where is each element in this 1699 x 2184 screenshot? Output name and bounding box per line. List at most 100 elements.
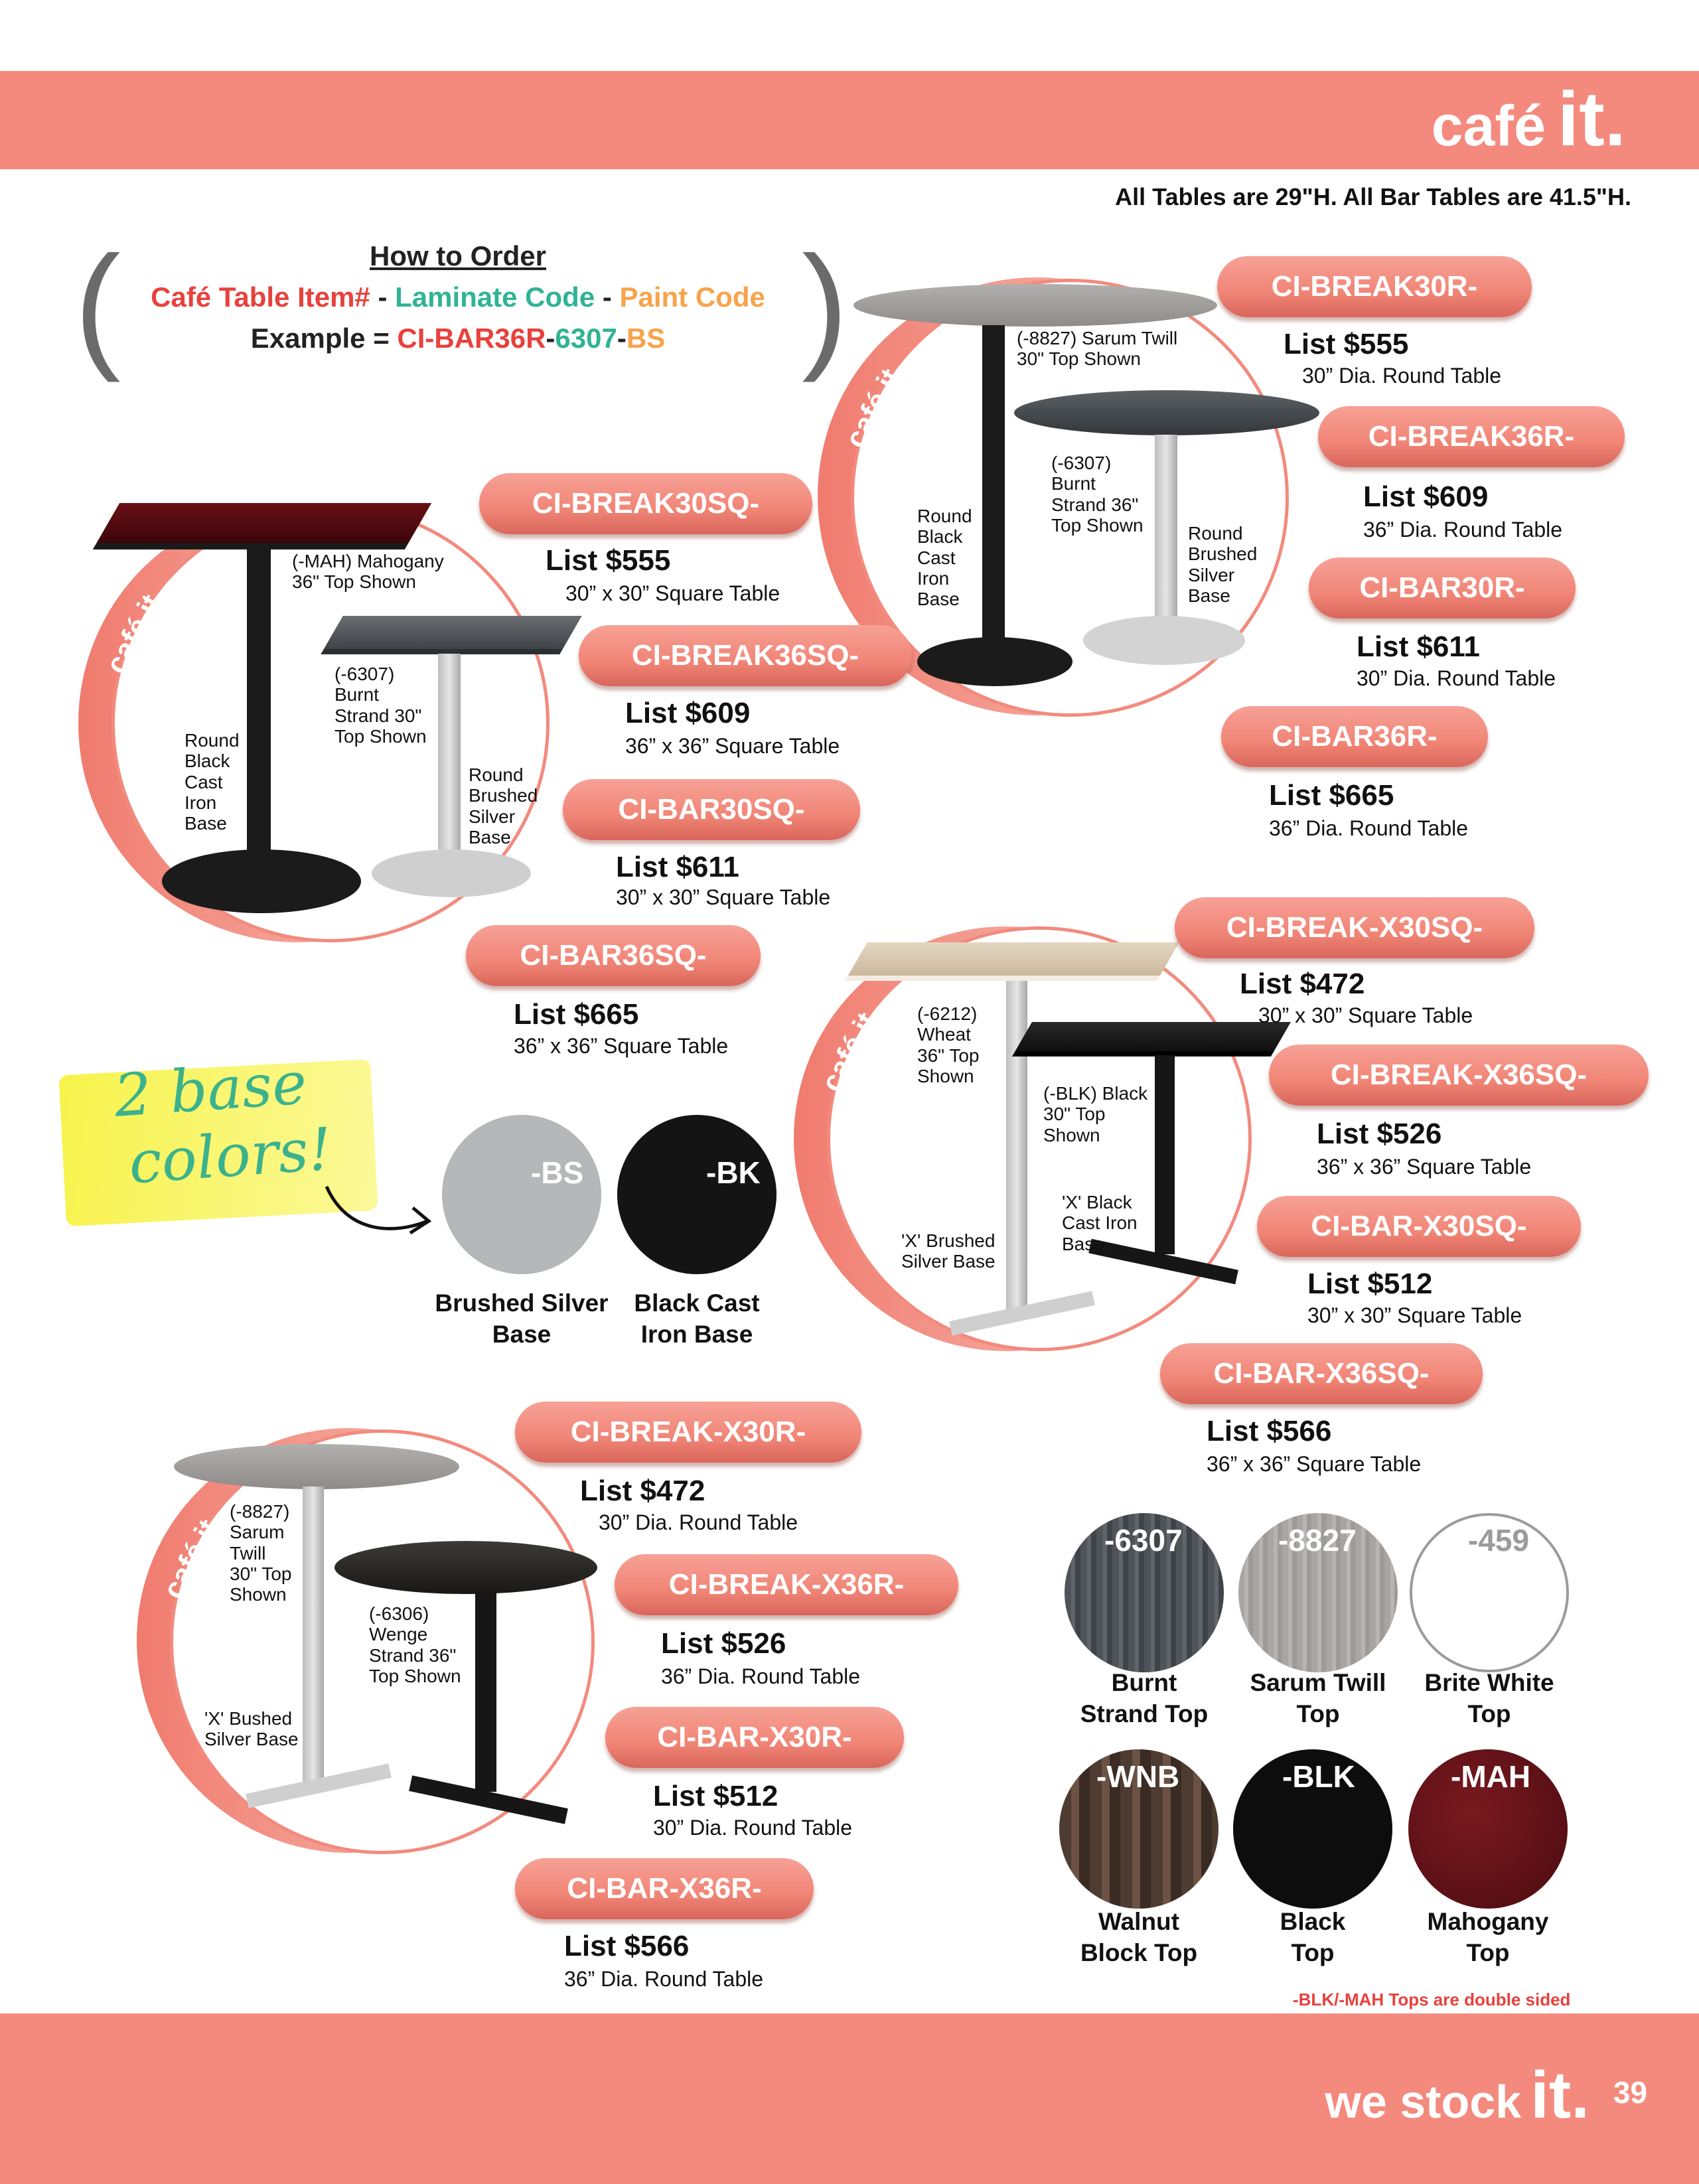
code-pill[interactable]: CI-BAR-X30R- — [605, 1707, 904, 1768]
product-image-x-square — [827, 926, 1252, 1351]
black-post-xsq — [1155, 1055, 1175, 1254]
silver-round-base-rd — [1083, 616, 1245, 665]
price: List $609 — [1363, 480, 1489, 513]
code-pill[interactable]: CI-BAR30SQ- — [563, 779, 860, 840]
swatch-code: -BLK — [1282, 1759, 1355, 1794]
swatch-black-cast-iron — [617, 1115, 776, 1274]
price: List $472 — [580, 1475, 705, 1507]
swatch-code: -459 — [1468, 1523, 1530, 1558]
price: List $555 — [546, 544, 671, 577]
header-band — [0, 71, 1699, 169]
description: 30” x 30” Square Table — [565, 581, 780, 605]
silver-post-rd — [1155, 435, 1177, 634]
description: 36” Dia. Round Table — [1363, 518, 1563, 542]
description: 36” x 36” Square Table — [514, 1034, 729, 1058]
price: List $566 — [1207, 1415, 1332, 1447]
swatch-sarum-twill — [1238, 1513, 1398, 1672]
silver-round-base — [372, 849, 531, 897]
swatch-code: -MAH — [1451, 1759, 1531, 1794]
tops-note: -BLK/-MAH Tops are double sided — [1293, 1990, 1571, 2009]
price: List $611 — [616, 851, 739, 883]
silver-post-xsq — [1006, 981, 1027, 1313]
description: 30” Dia. Round Table — [599, 1510, 798, 1534]
order-example: Example = CI-BAR36R-6307-BS — [250, 323, 666, 354]
price: List $512 — [653, 1780, 778, 1812]
swatch-code: -BK — [706, 1155, 761, 1190]
code-pill[interactable]: CI-BAR36R- — [1221, 706, 1488, 767]
description: 30” x 30” Square Table — [616, 885, 831, 909]
swatch-brite-white — [1410, 1513, 1569, 1672]
price: List $526 — [1317, 1118, 1442, 1150]
how-to-order: How to Order Café Table Item# - Laminate… — [106, 240, 810, 354]
black-post — [247, 547, 271, 893]
burnt-strand-round-top — [1014, 390, 1319, 435]
code-pill[interactable]: CI-BREAK-X30SQ- — [1175, 897, 1534, 958]
swatch-mahogany — [1408, 1749, 1568, 1909]
code-pill[interactable]: CI-BAR-X36SQ- — [1160, 1343, 1483, 1404]
price: List $555 — [1284, 328, 1409, 360]
price: List $665 — [1269, 779, 1394, 812]
right-paren: ) — [802, 227, 848, 383]
page-number: 39 — [1613, 2075, 1647, 2110]
description: 30” x 30” Square Table — [1258, 1003, 1473, 1027]
swatch-code: -WNB — [1096, 1759, 1180, 1794]
swatch-brushed-silver — [442, 1115, 601, 1274]
code-pill[interactable]: CI-BREAK-X36SQ- — [1269, 1045, 1649, 1106]
code-pill[interactable]: CI-BREAK-X30R- — [515, 1402, 861, 1463]
order-format: Café Table Item# - Laminate Code - Paint… — [151, 281, 765, 313]
price: List $526 — [661, 1627, 786, 1660]
code-pill[interactable]: CI-BAR-X36R- — [515, 1858, 814, 1919]
how-to-order-title: How to Order — [369, 240, 546, 271]
swatch-code: -8827 — [1278, 1523, 1357, 1558]
swatch-code: -6307 — [1104, 1523, 1183, 1558]
description: 30” Dia. Round Table — [1302, 364, 1502, 388]
arrow-icon — [325, 1185, 432, 1235]
swatch-code: -BS — [531, 1155, 584, 1190]
description: 30” Dia. Round Table — [1357, 666, 1556, 690]
black-round-base-rd — [917, 637, 1072, 686]
code-pill[interactable]: CI-BREAK36R- — [1318, 406, 1625, 467]
black-square-top — [1011, 1022, 1292, 1056]
swatch-walnut-block — [1059, 1749, 1219, 1909]
description: 36” x 36” Square Table — [1207, 1452, 1422, 1476]
script-line-2: colors! — [126, 1114, 334, 1197]
description: 36” Dia. Round Table — [661, 1664, 861, 1688]
description: 36” x 36” Square Table — [1317, 1155, 1532, 1179]
footer-band — [0, 2013, 1699, 2184]
price: List $472 — [1240, 968, 1365, 1000]
black-post-rd — [982, 325, 1005, 657]
code-pill[interactable]: CI-BREAK30SQ- — [479, 473, 812, 534]
product-image-x-round — [170, 1429, 595, 1854]
silver-post-xrd — [303, 1487, 324, 1792]
code-pill[interactable]: CI-BAR-X30SQ- — [1257, 1196, 1581, 1257]
sarum-twill-round-top — [853, 284, 1217, 327]
description: 30” x 30” Square Table — [1307, 1303, 1522, 1327]
code-pill[interactable]: CI-BREAK36SQ- — [579, 625, 912, 686]
code-pill[interactable]: CI-BREAK-X36R- — [615, 1554, 958, 1615]
heights-note: All Tables are 29"H. All Bar Tables are … — [1115, 183, 1631, 210]
silver-post — [438, 654, 461, 873]
burnt-strand-square-top — [321, 616, 582, 654]
black-post-xrd — [475, 1593, 496, 1792]
code-pill[interactable]: CI-BAR36SQ- — [466, 925, 761, 986]
code-pill[interactable]: CI-BREAK30R- — [1217, 256, 1532, 317]
code-pill[interactable]: CI-BAR30R- — [1309, 557, 1576, 619]
price: List $611 — [1357, 630, 1480, 663]
price: List $665 — [514, 998, 639, 1031]
